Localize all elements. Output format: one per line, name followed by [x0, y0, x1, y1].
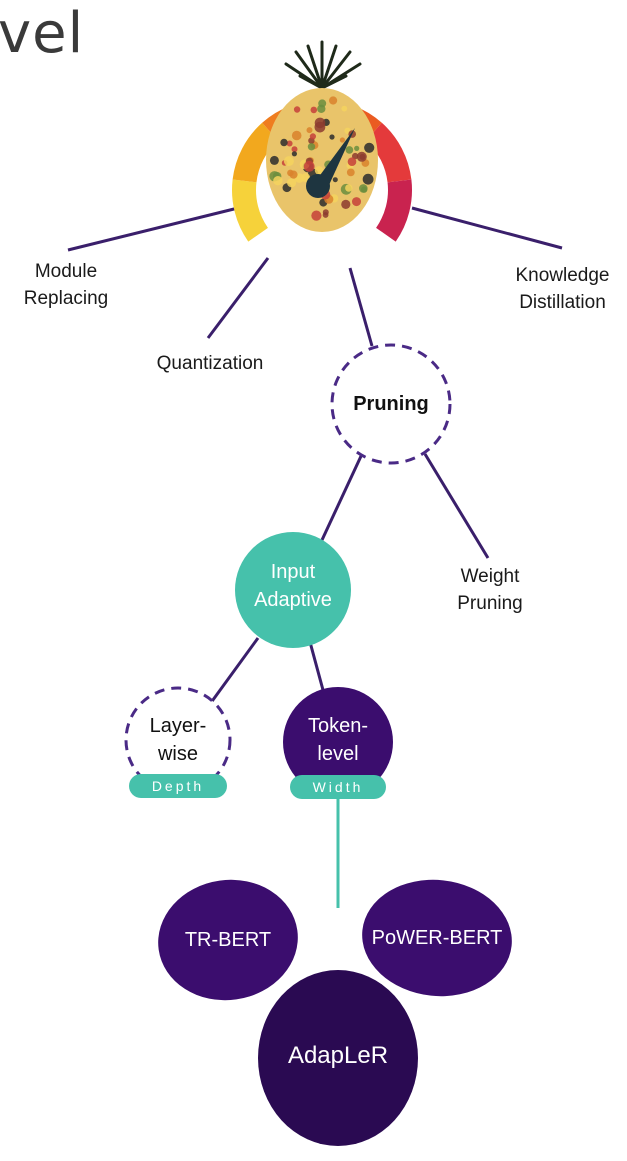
pineapple-leaves — [284, 40, 362, 90]
pineapple-dot — [322, 212, 329, 218]
pineapple-dot — [286, 140, 293, 147]
gauge-segment — [232, 122, 279, 183]
pineapple-dot — [329, 134, 335, 140]
pineapple-dot — [341, 105, 348, 112]
edge-logo-pruning — [348, 267, 374, 347]
title-fragment: vel — [0, 1, 85, 66]
edge-logo-module-replacing — [67, 206, 239, 252]
pineapple-dot — [291, 130, 302, 141]
pineapple-dot — [364, 142, 375, 153]
pineapple-dot — [306, 127, 313, 134]
edge-input-adaptive-layer-wise — [208, 637, 260, 705]
connectors — [67, 206, 563, 705]
weight-pruning-label: Weight Pruning — [457, 566, 523, 614]
layer-wise-node — [124, 686, 232, 794]
pineapple-dot — [346, 168, 355, 177]
input-adaptive-node — [235, 532, 351, 648]
tr-bert-label: TR-BERT — [184, 929, 272, 951]
layer-wise-label: Layer- wise — [149, 715, 207, 765]
width-pill — [290, 775, 386, 799]
gauge-segment — [365, 122, 412, 183]
power-bert-node — [362, 879, 512, 997]
pineapple-dot — [339, 137, 345, 143]
pineapple-dot — [352, 197, 361, 207]
power-bert-label: PoWER-BERT — [371, 927, 503, 949]
pineapple-speedometer-logo — [232, 40, 412, 242]
pineapple-dot — [361, 186, 368, 193]
pineapple-dot — [280, 138, 288, 147]
pineapple-dot — [347, 157, 357, 166]
module-replacing-label: Module Replacing — [23, 261, 109, 309]
pineapple-dot — [345, 146, 354, 154]
input-adaptive-label: Input Adaptive — [254, 561, 332, 611]
pineapple-dot — [307, 143, 316, 151]
width-tag: Width — [312, 779, 364, 795]
pineapple-dot — [345, 184, 353, 192]
pineapple-dot — [362, 173, 374, 185]
tr-bert-node — [158, 879, 298, 1001]
pineapple-dot — [291, 146, 298, 153]
pineapple-dot — [310, 106, 318, 114]
pineapple-dot — [314, 117, 326, 129]
pineapple-body — [266, 88, 378, 232]
gauge-segment — [232, 179, 268, 242]
pineapple-dot — [293, 106, 301, 113]
edge-pruning-weight-pruning — [423, 453, 490, 559]
pineapple-dot — [309, 133, 316, 140]
pineapple-dot — [273, 176, 283, 186]
gauge-segment — [376, 179, 412, 242]
depth-pill — [129, 774, 227, 798]
pineapple-dot — [283, 156, 294, 167]
quantization-label: Quantization — [156, 353, 264, 374]
pineapple-dot — [269, 155, 279, 165]
pineapple-dot — [352, 152, 359, 160]
adapler-label: AdapLeR — [287, 1042, 389, 1069]
pruning-node — [330, 343, 452, 465]
pineapple-texture — [269, 96, 375, 221]
pruning-label: Pruning — [353, 393, 429, 415]
edge-input-adaptive-token-level — [308, 641, 325, 691]
pineapple-dot — [341, 199, 351, 209]
token-level-node — [283, 687, 393, 797]
adapler-node — [258, 970, 418, 1146]
edge-logo-quantization — [206, 257, 270, 339]
pineapple-dot — [359, 153, 366, 160]
edge-pruning-input-adaptive — [320, 453, 364, 541]
pineapple-dot — [291, 151, 297, 157]
pineapple-dot — [287, 178, 297, 188]
pineapple-dot — [332, 177, 338, 183]
pineapple-dot — [311, 210, 322, 221]
pineapple-dot — [314, 166, 324, 175]
pineapple-dot — [329, 96, 338, 105]
pineapple-dot — [303, 161, 315, 172]
token-level-label: Token- level — [307, 715, 369, 765]
pineapple-dot — [318, 99, 327, 108]
pineapple-dot — [289, 170, 298, 179]
knowledge-distillation-label: Knowledge Distillation — [515, 265, 610, 313]
edge-logo-knowledge-distillation — [411, 206, 563, 250]
pineapple-dot — [354, 145, 360, 151]
depth-tag: Depth — [151, 778, 205, 794]
